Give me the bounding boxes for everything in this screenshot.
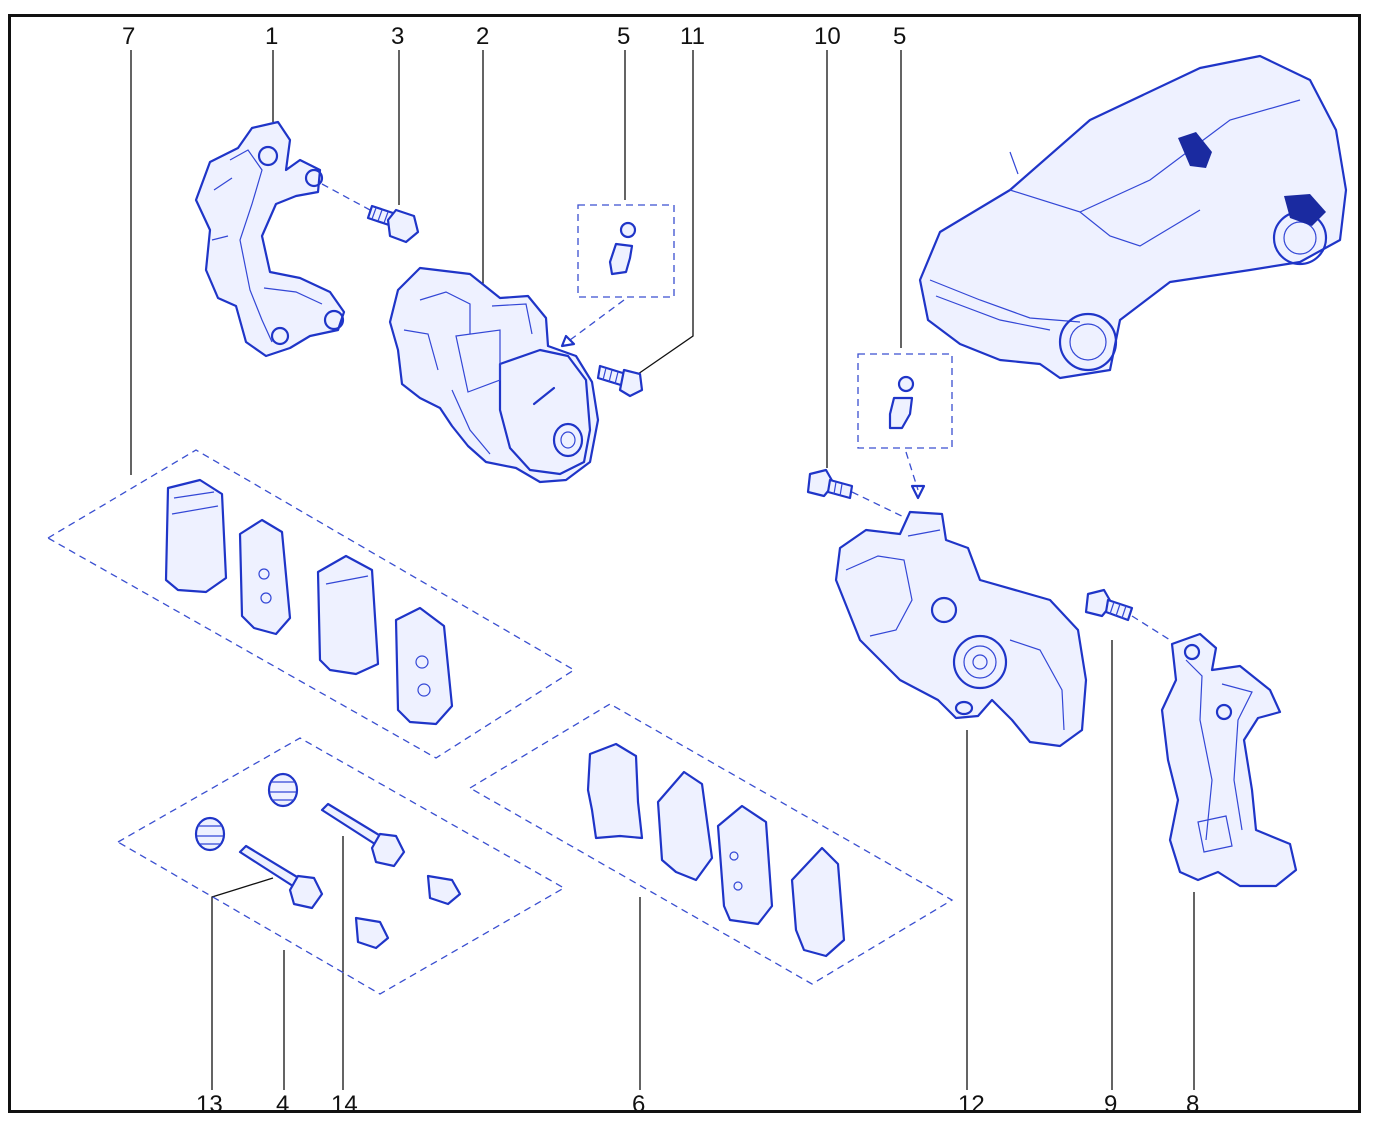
callout-1[interactable]: 1 (265, 23, 278, 50)
callout-5-right[interactable]: 5 (893, 23, 906, 50)
caliper-with-motor-right (834, 510, 1088, 748)
bolt-part-11 (596, 364, 644, 398)
callout-3[interactable]: 3 (391, 23, 404, 50)
caliper-with-motor-left (388, 266, 600, 484)
caliper-bracket-right (1160, 632, 1298, 888)
callout-13[interactable]: 13 (196, 1091, 223, 1118)
bleed-screw-kit-right (857, 353, 953, 500)
vehicle-illustration (918, 54, 1348, 380)
bolt-part-3 (321, 183, 420, 244)
callout-7[interactable]: 7 (122, 23, 135, 50)
callout-12[interactable]: 12 (958, 1091, 985, 1118)
callout-9[interactable]: 9 (1104, 1091, 1117, 1118)
diagram-frame (8, 14, 1361, 1113)
guide-pin-kit (116, 737, 566, 995)
bleed-screw-kit-left (560, 204, 675, 348)
bolt-part-9 (1084, 588, 1171, 641)
callout-4[interactable]: 4 (276, 1091, 289, 1118)
callout-2[interactable]: 2 (476, 23, 489, 50)
caliper-bracket-left (194, 120, 346, 358)
callout-11[interactable]: 11 (680, 23, 705, 50)
shim-kit (468, 703, 954, 985)
leader-lines (130, 50, 1195, 1090)
callout-6[interactable]: 6 (632, 1091, 645, 1118)
callout-14[interactable]: 14 (331, 1091, 358, 1118)
callout-8[interactable]: 8 (1186, 1091, 1199, 1118)
callout-10[interactable]: 10 (814, 23, 841, 50)
bolt-part-10 (806, 468, 911, 521)
brake-pad-kit (46, 449, 576, 759)
callout-5-left[interactable]: 5 (617, 23, 630, 50)
